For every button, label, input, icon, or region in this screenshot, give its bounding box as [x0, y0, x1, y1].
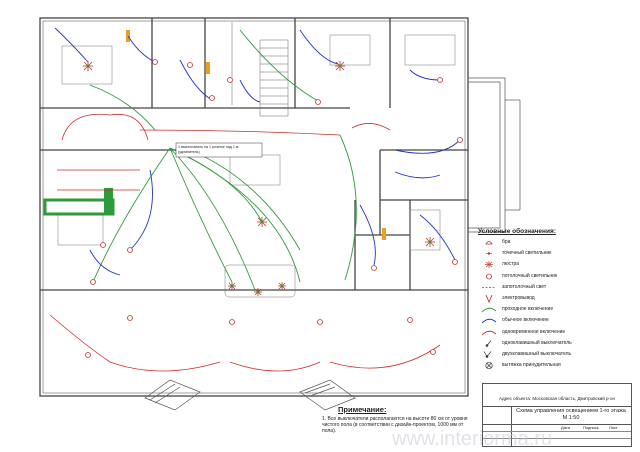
spot-legend-icon — [480, 249, 498, 258]
legend-item-label: запотолочный свет — [502, 283, 547, 290]
chandeliers — [83, 61, 435, 296]
legend-item-label: бра — [502, 239, 511, 245]
note-title: Примечание: — [338, 405, 387, 414]
wiring-pass-through — [89, 29, 357, 291]
ceiling-lights — [85, 59, 463, 358]
fan-legend-icon — [480, 361, 498, 370]
legend-item: вытяжка принудительная — [478, 361, 628, 370]
switch1-legend-icon — [480, 339, 498, 348]
legend-item-label: электровывод — [502, 295, 535, 301]
dashed-legend-icon — [480, 283, 498, 292]
legend-item-label: точечный светильник — [502, 250, 552, 257]
plan-annotation-box — [175, 142, 263, 158]
legend-item-label: проходное включение — [502, 306, 554, 313]
legend-item: потолочный светильник — [478, 272, 628, 281]
legend-item: электровывод — [478, 294, 628, 304]
green-legend-icon — [480, 305, 498, 314]
note: Примечание: 1. Все выключатели располага… — [322, 405, 478, 434]
furniture — [57, 34, 456, 298]
wiring-simultaneous — [49, 113, 441, 372]
legend-item-label: обычное включение — [502, 317, 549, 324]
title-block: Адрес объекта: Московская область, Дмитр… — [482, 383, 632, 447]
legend-item-label: двухклавишный выключатель — [502, 351, 572, 357]
stamp-title: Схема управления освещением 1-го этажа — [516, 408, 626, 414]
walls — [39, 17, 469, 397]
legend-item: одновременное включение — [478, 328, 628, 337]
porch — [144, 77, 521, 411]
stamp-col-sheet: Лист — [609, 425, 618, 430]
legend-item: двухклавишный выключатель — [478, 350, 628, 359]
legend-item-label: вытяжка принудительная — [502, 362, 561, 369]
sconce-legend-icon — [480, 238, 498, 247]
legend-item: люстра — [478, 260, 628, 269]
legend-item-label: люстра — [502, 261, 520, 268]
legend-item: точечный светильник — [478, 249, 628, 258]
legend-item: обычное включение — [478, 316, 628, 325]
legend-item: бра — [478, 238, 628, 247]
blue-legend-icon — [480, 316, 498, 325]
stamp-address: Адрес объекта: Московская область, Дмитр… — [498, 396, 616, 401]
stamp-col-date: Дата — [561, 425, 570, 430]
watermark: www.interiorma.ru — [392, 428, 553, 450]
stamp-col-signature: Подпись — [583, 425, 599, 430]
switch2-legend-icon — [480, 350, 498, 359]
red-legend-icon — [480, 328, 498, 337]
plan-annotation: 1 выключатель на 1 розетке над 1 м (удли… — [178, 145, 239, 154]
note-text: 1. Все выключатели располагаются на высо… — [322, 416, 468, 434]
legend-item: одноклавишный выключатель — [478, 339, 628, 348]
legend-item-label: одновременное включение — [502, 328, 566, 335]
legend-title: Условные обозначения: — [478, 228, 556, 235]
stamp-scale: М 1:50 — [562, 415, 580, 421]
kitchen-counter — [43, 188, 115, 216]
legend-item: проходное включение — [478, 305, 628, 314]
legend-item-label: потолочный светильник — [502, 272, 558, 279]
switch-blocks — [126, 30, 386, 240]
legend-item-label: одноклавишный выключатель — [502, 339, 572, 346]
chandelier-legend-icon — [480, 260, 498, 269]
v-legend-icon — [480, 294, 498, 304]
staircase — [231, 22, 289, 117]
legend-item: запотолочный свет — [478, 283, 628, 292]
ceiling-legend-icon — [480, 272, 498, 281]
